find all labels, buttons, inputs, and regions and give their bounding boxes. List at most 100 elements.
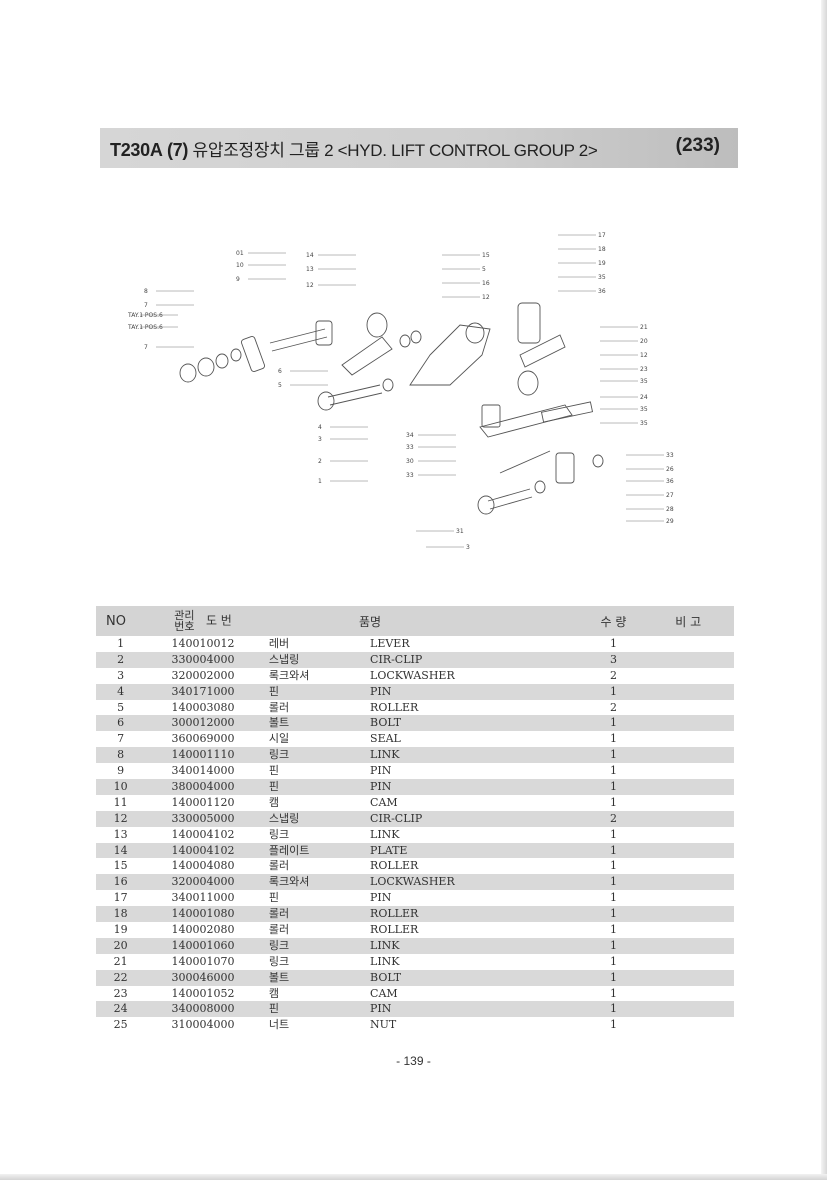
callout-label: 35 [640, 406, 648, 413]
callout-label: 5 [482, 266, 486, 273]
page-edge-bottom [0, 1174, 827, 1180]
callout-label: 35 [640, 420, 648, 427]
washer-mid [399, 334, 411, 348]
row-name-kor: 롤러 [268, 700, 290, 714]
row-name-kor: 핀 [260, 1001, 371, 1018]
row-no: 3 [117, 668, 125, 682]
row-remarks [642, 715, 734, 732]
header-no: NO [96, 606, 146, 636]
callout-label: TAY.1 POS.6 [127, 312, 163, 319]
row-quantity: 1 [609, 732, 617, 746]
row-no: 2 [96, 651, 146, 668]
row-no: 6 [96, 715, 146, 732]
row-quantity: 1 [609, 859, 617, 873]
callout-label: 35 [640, 378, 648, 385]
row-quantity: 1 [609, 922, 617, 936]
row-no: 17 [113, 891, 128, 905]
row-no: 9 [117, 764, 125, 778]
row-name-eng: ROLLER [370, 906, 585, 923]
row-quantity: 1 [609, 764, 617, 778]
callout-label: 29 [666, 518, 674, 525]
pin-long [499, 450, 551, 474]
row-remarks [642, 651, 734, 668]
callout-label: 18 [598, 246, 606, 253]
bolt-shaft [327, 384, 381, 398]
row-no: 21 [113, 954, 128, 968]
row-no: 11 [113, 795, 128, 809]
header-quantity: 수 량 [584, 606, 643, 636]
row-drawing-number: 140001110 [145, 747, 261, 764]
page-edge-right [821, 0, 827, 1180]
callout-label: 36 [598, 288, 606, 295]
row-name-kor: 핀 [260, 779, 371, 795]
plate-right [540, 401, 594, 423]
row-no: 15 [113, 859, 128, 873]
callout-label: 24 [640, 394, 648, 401]
washer-left [215, 353, 229, 369]
link-plate-left [241, 336, 265, 372]
row-name-kor: 레버 [268, 636, 290, 650]
callout-label: 33 [406, 472, 414, 479]
row-name-kor: 볼트 [260, 969, 371, 986]
clip-mid [410, 330, 422, 344]
callout-label: 12 [306, 282, 314, 289]
row-remarks [642, 858, 734, 874]
callout-label: 01 [236, 250, 244, 257]
row-quantity: 1 [584, 842, 643, 859]
row-quantity: 1 [609, 986, 617, 1000]
row-name-eng: ROLLER [370, 922, 419, 936]
bolt-head [317, 391, 335, 411]
callout-label: 10 [236, 262, 244, 269]
row-remarks [642, 1017, 734, 1033]
header-name-kor: 품 [260, 606, 371, 636]
row-drawing-number: 340011000 [171, 891, 235, 905]
row-quantity: 1 [584, 969, 643, 986]
row-quantity: 2 [609, 668, 617, 682]
callout-label: 6 [278, 368, 282, 375]
row-quantity: 2 [609, 700, 617, 714]
callout-label: TAY.1 POS.6 [127, 324, 163, 331]
row-no: 12 [96, 810, 146, 827]
row-name-kor: 핀 [268, 764, 280, 778]
row-no: 22 [96, 969, 146, 986]
header-drawing-number: 관리 번호 도 번 [145, 606, 261, 636]
row-drawing-number: 320004000 [145, 874, 261, 891]
row-remarks [642, 683, 734, 700]
row-drawing-number: 300046000 [145, 969, 261, 986]
washer-lower-2 [534, 480, 546, 494]
model-name: T230A [110, 140, 163, 160]
row-drawing-number: 310004000 [171, 1018, 235, 1032]
cam-disc [366, 312, 388, 338]
row-drawing-number: 340008000 [145, 1001, 261, 1018]
callout-label: 5 [278, 382, 282, 389]
row-remarks [642, 954, 734, 970]
row-name-eng: LEVER [370, 636, 410, 650]
row-name-eng: LOCKWASHER [370, 668, 455, 682]
callout-label: 7 [144, 344, 148, 351]
row-name-eng: CAM [370, 986, 398, 1000]
row-quantity: 1 [584, 937, 643, 954]
row-name-kor: 링크 [268, 827, 290, 841]
row-no: 25 [113, 1018, 128, 1032]
table-header-row: NO 관리 번호 도 번 품 명 수 량 비 고 [96, 606, 734, 636]
bolt-lower-shaft [487, 488, 531, 502]
row-no: 4 [96, 683, 146, 700]
row-remarks [642, 795, 734, 811]
row-remarks [642, 636, 734, 652]
row-drawing-number: 380004000 [145, 779, 261, 795]
row-name-eng: PIN [370, 683, 585, 700]
row-remarks [642, 986, 734, 1002]
row-name-eng: PIN [370, 891, 392, 905]
